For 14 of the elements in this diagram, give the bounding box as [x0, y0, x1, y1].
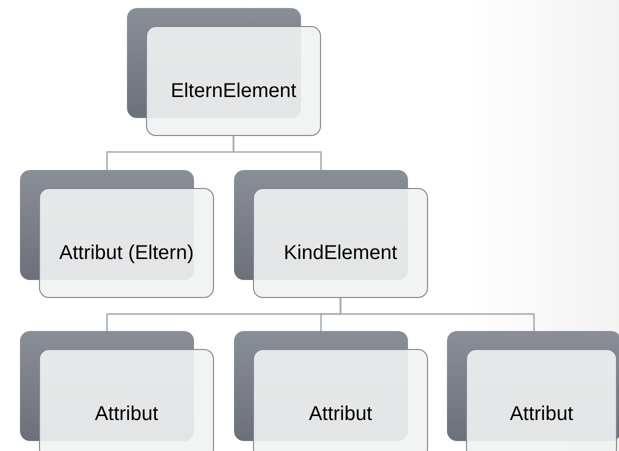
node-label: ElternElement: [170, 78, 296, 104]
node-label: Attribut: [510, 402, 574, 426]
node-label: KindElement: [284, 240, 398, 266]
card-stack: [127, 8, 321, 136]
node-label: Attribut: [94, 402, 158, 426]
card-stack: [234, 331, 428, 451]
node-label: Attribut (Eltern): [59, 240, 194, 266]
connector-line: [232, 136, 322, 170]
card-stack: [20, 331, 214, 451]
card-stack: [20, 170, 214, 298]
card-stack: [234, 170, 428, 298]
card-stack: [447, 331, 617, 451]
connector-line: [340, 298, 535, 331]
node-label: Attribut: [308, 402, 372, 426]
